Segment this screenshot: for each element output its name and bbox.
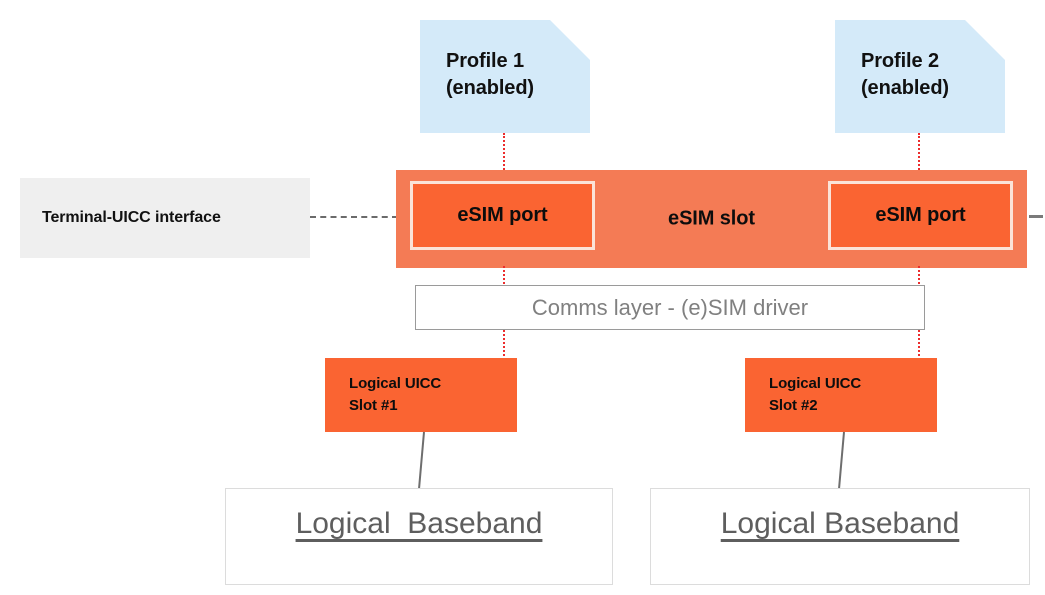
profile-2-state: (enabled) <box>861 76 949 99</box>
profile-2-title: Profile 2 <box>861 50 940 73</box>
logical-baseband-1-box: Logical Baseband <box>225 488 613 585</box>
comms-layer-box: Comms layer - (e)SIM driver <box>415 285 925 330</box>
logical-uicc-slot-2-line1: Logical UICC <box>769 374 862 392</box>
connector-uicc-slot2-to-baseband2 <box>838 431 845 490</box>
logical-uicc-slot-1-box: Logical UICC Slot #1 <box>325 358 517 432</box>
profile-card-1: Profile 1 (enabled) <box>420 20 590 133</box>
logical-baseband-2-label: Logical Baseband <box>720 507 960 540</box>
profile-card-2: Profile 2 (enabled) <box>835 20 1005 133</box>
logical-uicc-slot-1-line2: Slot #1 <box>349 397 398 414</box>
logical-uicc-slot-1-line1: Logical UICC <box>349 374 442 392</box>
profile-1-state: (enabled) <box>446 76 534 99</box>
dash-connector-slot-right-edge <box>1029 215 1043 218</box>
dashed-connector-terminal-to-slot <box>310 216 398 218</box>
dotted-connector-profile2-to-port2 <box>918 133 920 173</box>
dotted-connector-profile1-to-port1 <box>503 133 505 173</box>
logical-baseband-1-label: Logical Baseband <box>295 507 543 540</box>
logical-baseband-2-box: Logical Baseband <box>650 488 1030 585</box>
terminal-uicc-interface-label: Terminal-UICC interface <box>42 209 221 226</box>
logical-uicc-slot-2-line2: Slot #2 <box>769 397 818 414</box>
logical-uicc-slot-2-box: Logical UICC Slot #2 <box>745 358 937 432</box>
comms-layer-label: Comms layer - (e)SIM driver <box>531 294 809 320</box>
terminal-uicc-interface-box: Terminal-UICC interface <box>20 178 310 258</box>
esim-slot-bar: eSIM slot eSIM port eSIM port <box>396 170 1027 268</box>
esim-port-1-label: eSIM port <box>457 204 548 226</box>
esim-slot-label: eSIM slot <box>668 207 755 230</box>
connector-uicc-slot1-to-baseband1 <box>418 431 425 490</box>
esim-port-2: eSIM port <box>828 181 1013 250</box>
esim-port-1: eSIM port <box>410 181 595 250</box>
profile-1-title: Profile 1 <box>446 50 525 73</box>
esim-port-2-label: eSIM port <box>875 204 966 226</box>
